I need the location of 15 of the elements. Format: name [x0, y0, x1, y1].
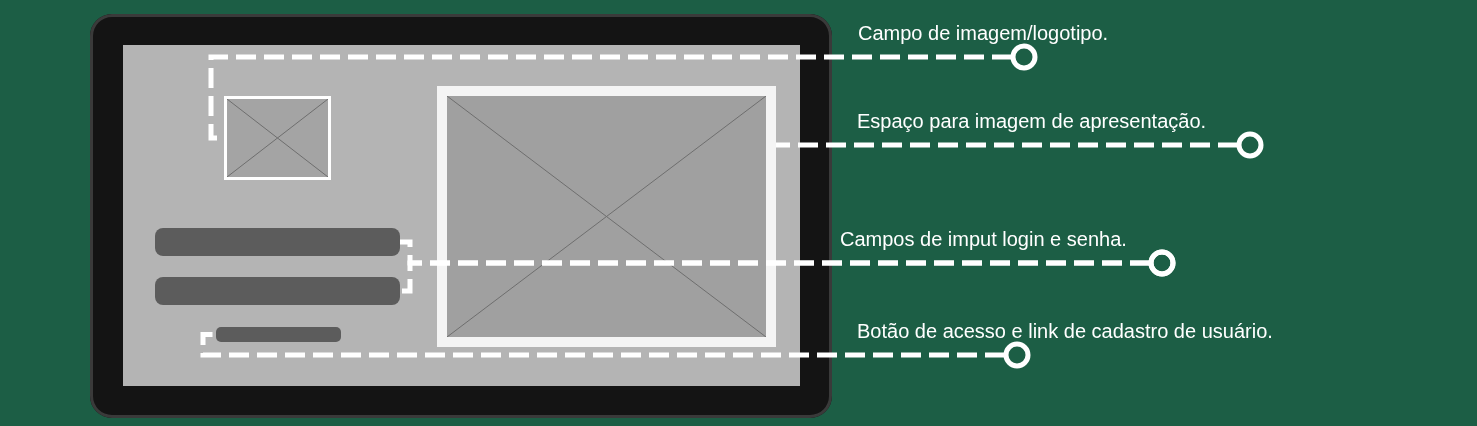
tablet-frame	[90, 14, 832, 418]
image-placeholder	[437, 86, 776, 347]
leader-line	[200, 332, 1031, 369]
screen-panel	[123, 45, 800, 386]
image-placeholder	[224, 96, 331, 180]
callout-text: Campos de imput login e senha.	[840, 228, 1127, 251]
leader-line	[400, 249, 1176, 294]
input-field	[155, 228, 400, 256]
button-bar	[216, 327, 341, 342]
input-field	[155, 277, 400, 305]
callout-text: Campo de imagem/logotipo.	[858, 22, 1109, 45]
callout-text: Espaço para imagem de apresentação.	[857, 110, 1207, 133]
callout-text: Botão de acesso e link de cadastro de usuário.	[857, 320, 1273, 343]
leader-line	[208, 43, 1038, 141]
leader-line	[776, 131, 1264, 159]
